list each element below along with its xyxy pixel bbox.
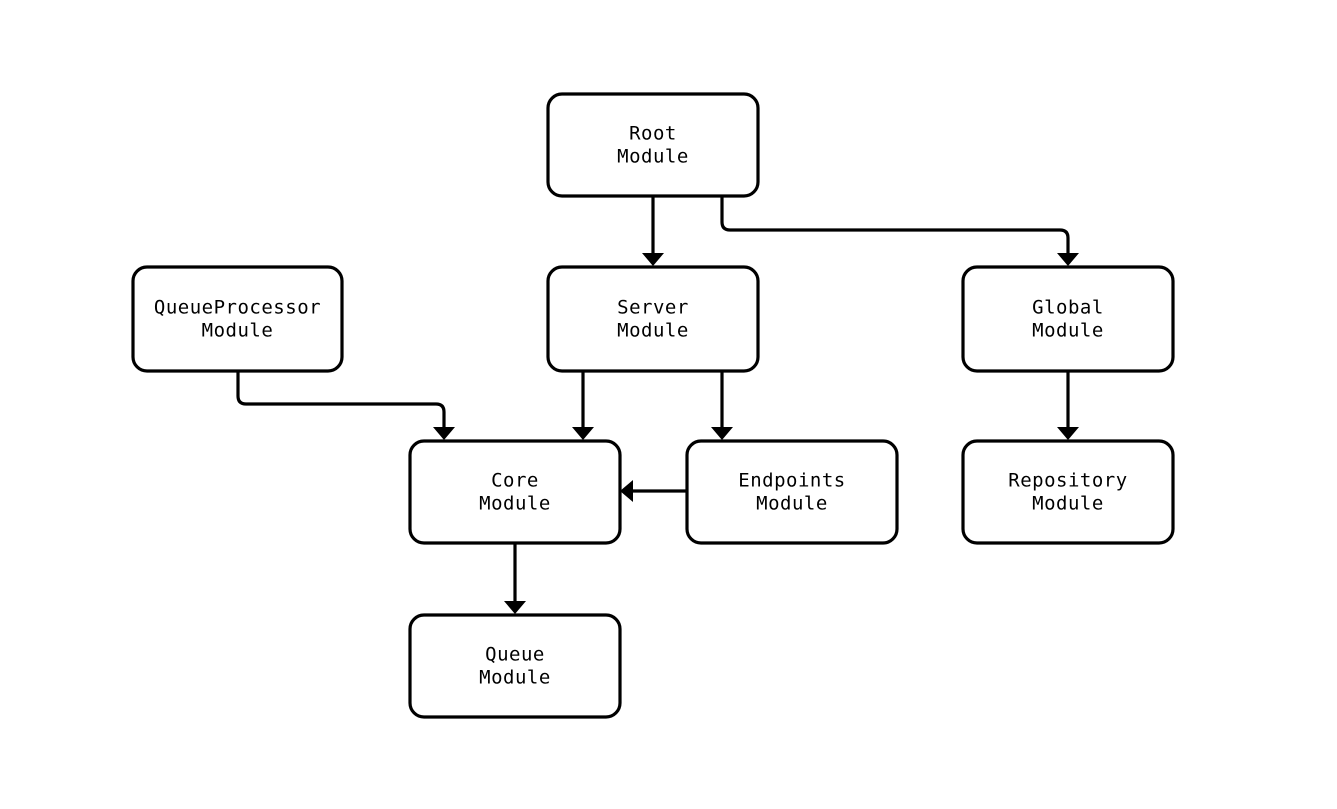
edge-queueprocessor-to-core-arrowhead-icon [433, 427, 455, 440]
edge-server-to-endpoints [711, 371, 733, 440]
core-module-node-shape[interactable] [408, 439, 622, 545]
edges-layer [236, 196, 1079, 614]
edge-endpoints-to-core-arrowhead-icon [620, 480, 633, 502]
edge-queueprocessor-to-core [236, 371, 455, 440]
root-module-node-label-line2: Module [617, 146, 689, 168]
queueprocessor-module-node-label-line1: QueueProcessor [154, 297, 321, 319]
server-module-node-label-line2: Module [617, 320, 689, 342]
repository-module-node-label-line2: Module [1032, 493, 1104, 515]
edge-endpoints-to-core [620, 480, 687, 502]
server-module-node-label-line1: Server [617, 297, 689, 319]
edge-queueprocessor-to-core-line [236, 371, 446, 429]
edge-root-to-server [642, 196, 664, 266]
nodes-layer: RootModuleQueueProcessorModuleServerModu… [131, 92, 1175, 719]
global-module-node-shape[interactable] [961, 265, 1175, 373]
server-module-node-shape[interactable] [546, 265, 760, 373]
edge-server-to-core-arrowhead-icon [572, 427, 594, 440]
edge-global-to-repository [1057, 371, 1079, 440]
edge-server-to-endpoints-arrowhead-icon [711, 427, 733, 440]
core-module-node-label-line1: Core [491, 470, 539, 492]
edge-root-to-global-arrowhead-icon [1057, 253, 1079, 266]
edge-root-to-global [720, 196, 1079, 266]
repository-module-node-label-line1: Repository [1008, 470, 1127, 492]
edge-global-to-repository-arrowhead-icon [1057, 427, 1079, 440]
edge-root-to-server-arrowhead-icon [642, 253, 664, 266]
edge-root-to-global-line [720, 196, 1070, 255]
queue-module-node-label-line1: Queue [485, 644, 545, 666]
global-module-node-label-line2: Module [1032, 320, 1104, 342]
root-module-node-label-line1: Root [629, 123, 677, 145]
repository-module-node-shape[interactable] [961, 439, 1175, 545]
queueprocessor-module-node-shape[interactable] [131, 265, 344, 373]
edge-server-to-core [572, 371, 594, 440]
root-module-node-shape[interactable] [546, 92, 760, 198]
endpoints-module-node-label-line2: Module [756, 493, 828, 515]
endpoints-module-node-shape[interactable] [685, 439, 899, 545]
edge-core-to-queue-arrowhead-icon [504, 601, 526, 614]
global-module-node-label-line1: Global [1032, 297, 1104, 319]
core-module-node-label-line2: Module [479, 493, 551, 515]
queueprocessor-module-node-label-line2: Module [202, 320, 274, 342]
queue-module-node-label-line2: Module [479, 667, 551, 689]
edge-core-to-queue [504, 543, 526, 614]
endpoints-module-node-label-line1: Endpoints [738, 470, 845, 492]
queue-module-node-shape[interactable] [408, 613, 622, 719]
